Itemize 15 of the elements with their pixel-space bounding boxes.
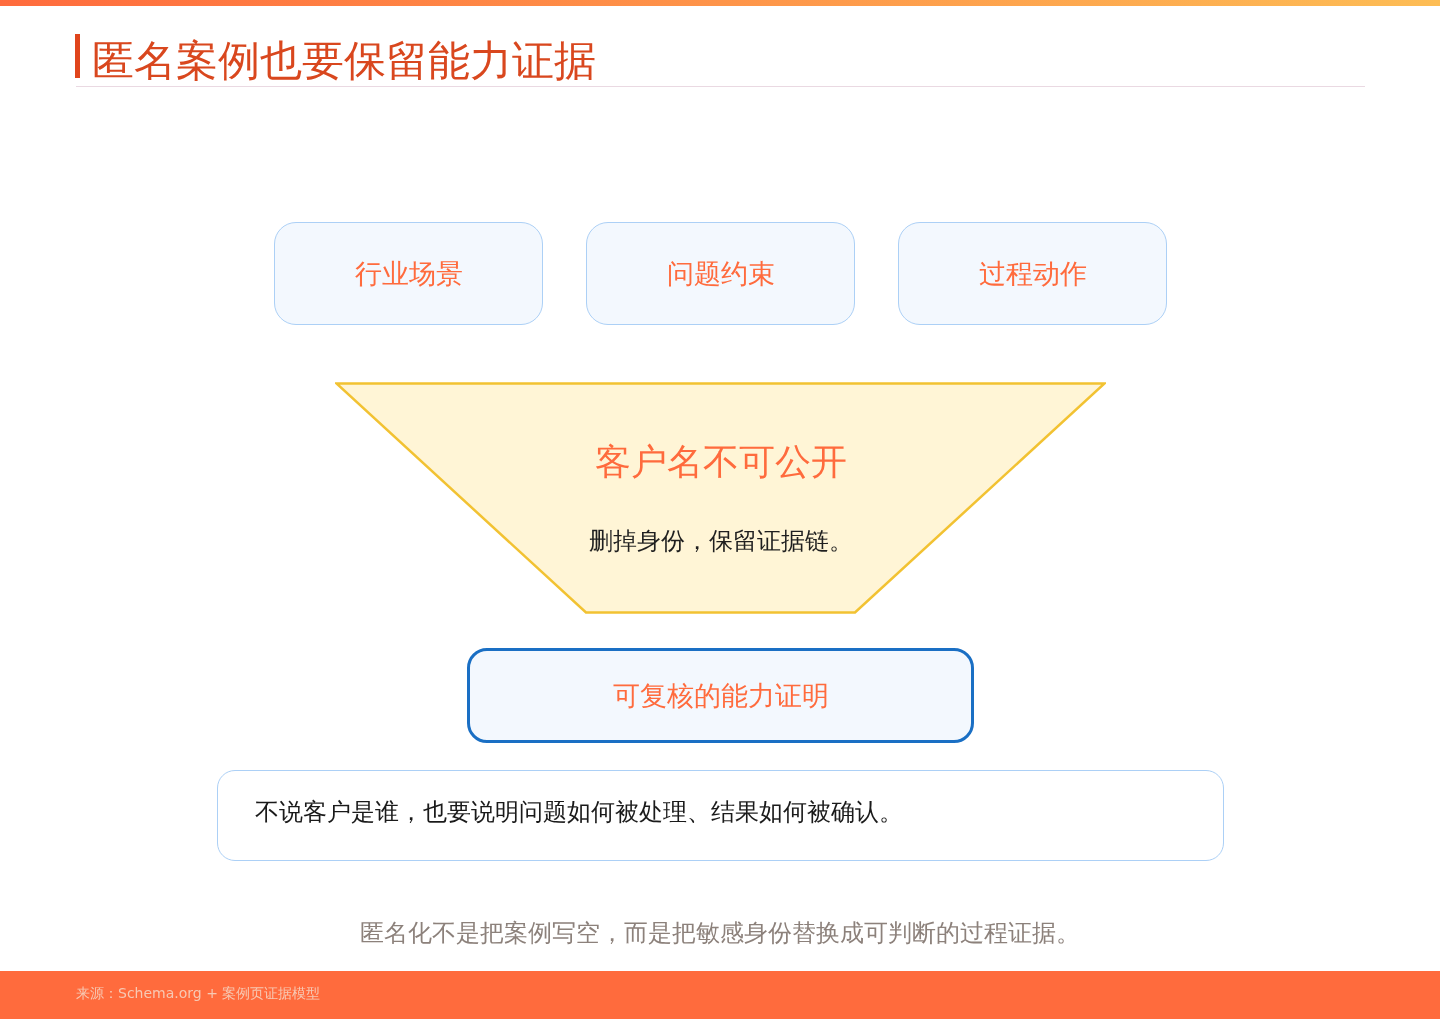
funnel-text: 删掉身份，保留证据链。 <box>588 527 853 556</box>
category-label: 问题约束 <box>666 256 775 291</box>
note-card <box>217 770 1224 861</box>
slide-title: 匿名案例也要保留能力证据 <box>92 36 596 86</box>
category-label: 过程动作 <box>978 256 1087 291</box>
funnel-heading: 客户名不可公开 <box>594 440 847 484</box>
caption-text: 匿名化不是把案例写空，而是把敏感身份替换成可判断的过程证据。 <box>360 918 1080 949</box>
result-card <box>467 648 974 743</box>
source-note: 来源：Schema.org + 案例页证据模型 <box>76 985 321 1003</box>
category-card <box>898 222 1167 325</box>
category-label: 行业场景 <box>354 256 463 291</box>
category-card <box>274 222 543 325</box>
note-text: 不说客户是谁，也要说明问题如何被处理、结果如何被确认。 <box>255 796 903 828</box>
category-card <box>586 222 855 325</box>
result-label: 可复核的能力证明 <box>612 678 829 713</box>
